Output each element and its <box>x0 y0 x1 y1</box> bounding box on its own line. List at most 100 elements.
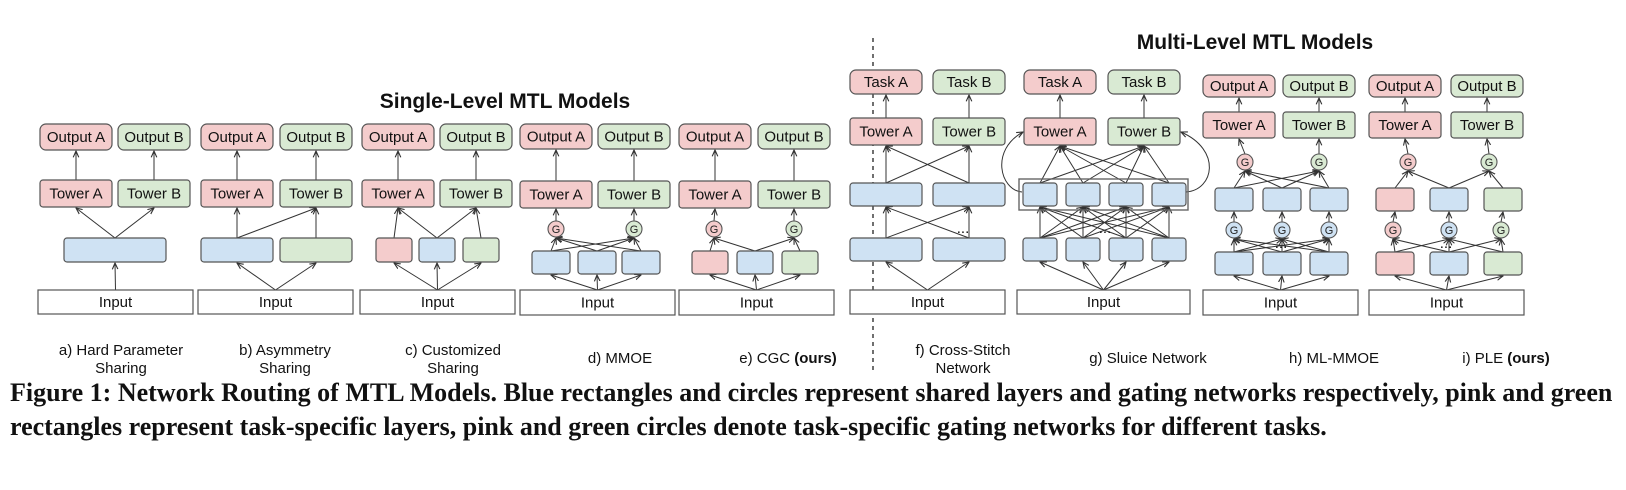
edge-arrow <box>1280 276 1330 291</box>
edge-arrow <box>927 262 970 291</box>
d-gate-a-label: G <box>552 224 561 236</box>
b-input: Input <box>197 289 354 315</box>
edge-arrow <box>710 238 714 252</box>
edge-arrow <box>550 238 634 252</box>
i-gate-mid-shared: G <box>1440 221 1458 239</box>
c-expert-b <box>462 237 500 263</box>
b-output-a: Output A <box>200 123 274 151</box>
g-tower-a-label: Tower A <box>1033 124 1086 141</box>
h-gate-mid-3: G <box>1320 221 1338 239</box>
e-output-b: Output B <box>757 123 831 150</box>
b-shared-layer <box>200 237 274 263</box>
edge-arrow <box>1040 207 1170 239</box>
edge-arrow <box>1234 239 1330 253</box>
a-input-label: Input <box>99 294 133 311</box>
i-lower-1 <box>1375 251 1415 276</box>
edge-arrow <box>1126 207 1170 239</box>
edge-arrow <box>1282 239 1330 253</box>
a-output-a-label: Output A <box>47 129 105 146</box>
edge-arrow <box>393 208 398 239</box>
caption-b-line1: b) Asymmetry <box>239 342 331 359</box>
edge-arrow <box>1281 276 1283 291</box>
e-tower-a: Tower A <box>678 180 752 209</box>
caption-e: e) CGC (ours) <box>739 350 837 367</box>
caption-c-line2: Sharing <box>427 360 479 376</box>
a-output-b-label: Output B <box>124 129 183 146</box>
i-upper-3 <box>1483 187 1523 212</box>
i-upper-2 <box>1429 187 1469 212</box>
e-expert-shared <box>736 250 774 275</box>
edge-arrow <box>237 263 276 291</box>
g-upper-4 <box>1151 182 1187 207</box>
g-upper-3 <box>1108 182 1144 207</box>
f-task-a: Task A <box>849 69 923 95</box>
h-gate-a: G <box>1236 153 1254 171</box>
edge-arrow <box>1060 146 1170 184</box>
d-expert-1 <box>531 250 571 275</box>
d-gate-a: G <box>547 220 565 238</box>
edge-arrow <box>886 146 970 184</box>
g-input-label: Input <box>1087 294 1121 311</box>
figure-caption: Figure 1: Network Routing of MTL Models.… <box>10 378 1613 441</box>
edge-arrow <box>556 238 598 252</box>
h-tower-a: Tower A <box>1202 111 1276 139</box>
f-tower-a: Tower A <box>849 117 923 146</box>
edge-arrow <box>1448 239 1501 253</box>
g-skip-right <box>1181 132 1210 193</box>
edge-arrow <box>1394 239 1449 253</box>
edge-arrow <box>1405 139 1408 155</box>
caption-d: d) MMOE <box>588 350 652 367</box>
caption-g: g) Sluice Network <box>1089 350 1207 367</box>
edge-arrow <box>1040 262 1104 291</box>
edge-arrow <box>551 275 598 291</box>
edge-arrow <box>1281 171 1319 189</box>
edge-arrow <box>597 275 598 291</box>
edge-arrow <box>756 275 801 291</box>
caption-f-line2: Network <box>935 360 991 376</box>
a-tower-a-label: Tower A <box>49 186 102 203</box>
c-tower-a-label: Tower A <box>371 186 424 203</box>
e-output-b-label: Output B <box>764 129 823 146</box>
b-tower-b-label: Tower B <box>289 186 343 203</box>
edge-arrow <box>236 208 316 239</box>
i-gate-b: G <box>1480 153 1498 171</box>
edge-arrow <box>476 208 482 239</box>
i-tower-a: Tower A <box>1368 111 1442 139</box>
edge-arrow <box>1393 212 1395 223</box>
h-output-b: Output B <box>1282 74 1356 98</box>
i-gate-a-label: G <box>1404 157 1413 169</box>
f-task-b: Task B <box>932 69 1006 95</box>
i-output-a: Output A <box>1368 74 1442 98</box>
f-layer2-b <box>932 182 1006 207</box>
a-input: Input <box>37 289 194 315</box>
i-lower-2 <box>1429 251 1469 276</box>
edge-arrow <box>1233 171 1245 189</box>
h-tower-a-label: Tower A <box>1212 117 1265 134</box>
edge-arrow <box>1060 146 1127 184</box>
c-input: Input <box>359 289 516 315</box>
d-tower-a: Tower A <box>519 180 593 209</box>
caption-a-line2: Sharing <box>95 360 147 376</box>
g-upper-group-frame <box>1018 178 1189 211</box>
i-dots: ... <box>1440 235 1453 252</box>
b-tower-a-label: Tower A <box>210 186 263 203</box>
e-expert-a <box>691 250 729 275</box>
f-tower-a-label: Tower A <box>859 124 912 141</box>
edge-arrow <box>1234 239 1283 253</box>
h-output-a: Output A <box>1202 74 1276 98</box>
b-task-layer <box>279 237 353 263</box>
c-expert-a <box>375 237 413 263</box>
d-gate-b: G <box>625 220 643 238</box>
single-level-title: Single-Level MTL Models <box>380 90 630 113</box>
e-tower-b: Tower B <box>757 180 831 209</box>
edge-arrow <box>556 238 642 252</box>
connection-arrows <box>76 95 1503 291</box>
d-gate-b-label: G <box>630 224 639 236</box>
edge-arrow <box>114 208 154 239</box>
caption-e-prefix: e) CGC <box>739 350 790 367</box>
edge-arrow <box>754 238 794 252</box>
d-output-b: Output B <box>597 123 671 150</box>
edge-arrow <box>437 263 482 291</box>
c-output-a-label: Output A <box>369 129 427 146</box>
e-gate-a: G <box>705 220 723 238</box>
